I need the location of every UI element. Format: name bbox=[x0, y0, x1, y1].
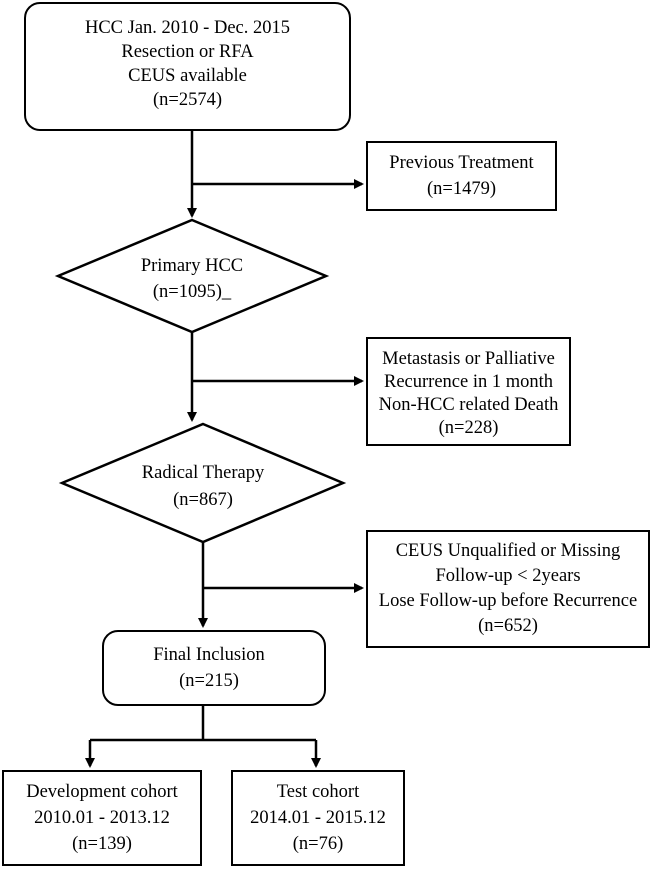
radical-therapy-count: (n=867) bbox=[173, 490, 233, 510]
test-count: (n=76) bbox=[292, 834, 344, 854]
development-title: Development cohort bbox=[26, 782, 178, 802]
radical-therapy-label: Radical Therapy (n=867) bbox=[103, 460, 303, 514]
previous-treatment-label: Previous Treatment bbox=[389, 153, 534, 173]
ceus-exclusion-box: CEUS Unqualified or Missing Follow-up < … bbox=[366, 530, 650, 648]
start-line-3: CEUS available bbox=[128, 65, 247, 86]
final-inclusion-count: (n=215) bbox=[179, 671, 239, 691]
test-cohort-box: Test cohort 2014.01 - 2015.12 (n=76) bbox=[231, 770, 405, 866]
ceus-line-1: CEUS Unqualified or Missing bbox=[395, 541, 621, 561]
primary-hcc-title: Primary HCC bbox=[140, 256, 244, 276]
start-line-2: Resection or RFA bbox=[121, 41, 254, 62]
start-line-4: (n=2574) bbox=[152, 89, 222, 110]
primary-hcc-count: (n=1095)_ bbox=[152, 282, 232, 302]
previous-treatment-box: Previous Treatment (n=1479) bbox=[366, 141, 557, 211]
radical-therapy-title: Radical Therapy bbox=[141, 463, 265, 483]
metastasis-line-3: Non-HCC related Death bbox=[378, 394, 559, 415]
test-title: Test cohort bbox=[276, 782, 360, 802]
primary-hcc-label: Primary HCC (n=1095)_ bbox=[92, 253, 292, 305]
metastasis-exclusion-box: Metastasis or Palliative Recurrence in 1… bbox=[366, 337, 571, 446]
metastasis-line-2: Recurrence in 1 month bbox=[383, 371, 553, 392]
development-cohort-box: Development cohort 2010.01 - 2013.12 (n=… bbox=[2, 770, 202, 866]
start-box: HCC Jan. 2010 - Dec. 2015 Resection or R… bbox=[24, 2, 351, 131]
final-inclusion-box: Final Inclusion (n=215) bbox=[102, 630, 326, 706]
ceus-count: (n=652) bbox=[478, 616, 538, 636]
metastasis-count: (n=228) bbox=[438, 417, 499, 438]
previous-treatment-count: (n=1479) bbox=[426, 179, 496, 199]
final-inclusion-title: Final Inclusion bbox=[153, 645, 265, 665]
metastasis-line-1: Metastasis or Palliative bbox=[382, 348, 555, 369]
start-line-1: HCC Jan. 2010 - Dec. 2015 bbox=[84, 17, 291, 38]
development-period: 2010.01 - 2013.12 bbox=[34, 808, 170, 828]
development-count: (n=139) bbox=[72, 834, 132, 854]
ceus-line-3: Lose Follow-up before Recurrence bbox=[378, 591, 638, 611]
test-period: 2014.01 - 2015.12 bbox=[250, 808, 386, 828]
ceus-line-2: Follow-up < 2years bbox=[435, 566, 581, 586]
